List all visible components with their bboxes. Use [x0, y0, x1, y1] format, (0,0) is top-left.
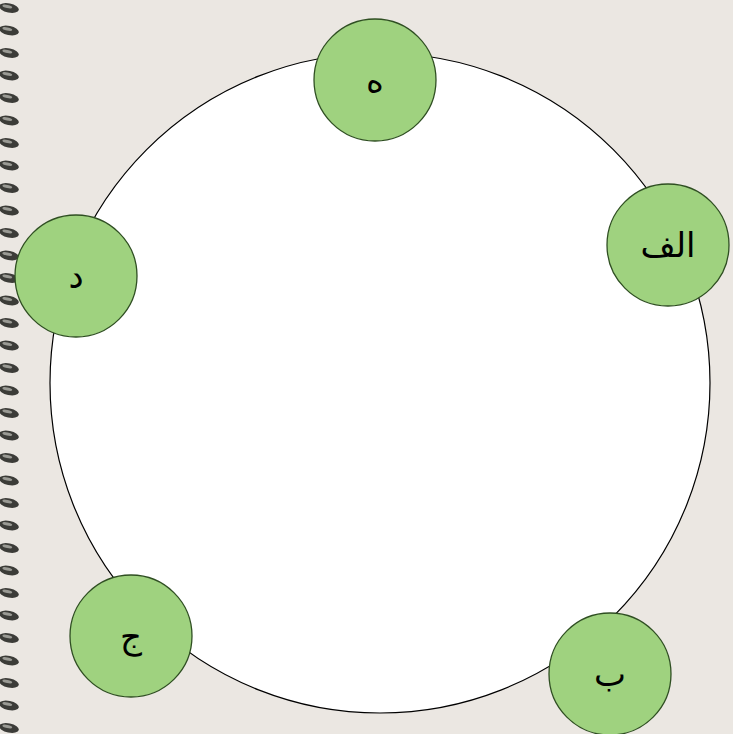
node-label: ب: [594, 654, 626, 695]
binding-ring: [0, 2, 20, 15]
binding-ring: [0, 587, 20, 600]
binding-highlight: [2, 544, 12, 549]
binding-ring: [0, 47, 20, 60]
node-label: د: [68, 256, 83, 297]
binding-highlight: [2, 296, 12, 301]
binding-ring: [0, 137, 20, 150]
binding-ring: [0, 429, 20, 442]
binding-ring: [0, 92, 20, 105]
binding-highlight: [2, 184, 12, 189]
circle-fill: [15, 215, 137, 337]
circle-node: د: [14, 214, 138, 338]
binding-ring: [0, 609, 20, 622]
binding-ring: [0, 114, 20, 127]
circle-node: ب: [548, 612, 672, 734]
binding-highlight: [2, 364, 12, 369]
circle-fill: [607, 184, 729, 306]
binding-highlight: [2, 206, 12, 211]
circle-fill: [314, 19, 436, 141]
binding-highlight: [2, 4, 12, 9]
binding-highlight: [2, 71, 12, 76]
binding-highlight: [2, 724, 12, 729]
binding-highlight: [2, 409, 12, 414]
binding-ring: [0, 339, 20, 352]
binding-ring: [0, 407, 20, 420]
binding-highlight: [2, 454, 12, 459]
binding-ring: [0, 204, 20, 217]
binding-ring: [0, 564, 20, 577]
binding-highlight: [2, 701, 12, 706]
binding-ring: [0, 227, 20, 240]
binding-highlight: [2, 319, 12, 324]
binding-highlight: [2, 161, 12, 166]
binding-ring: [0, 452, 20, 465]
circle-fill: [549, 613, 671, 734]
binding-highlight: [2, 26, 12, 31]
binding-ring: [0, 384, 20, 397]
binding-highlight: [2, 274, 12, 279]
binding-highlight: [2, 566, 12, 571]
binding-ring: [0, 474, 20, 487]
binding-highlight: [2, 634, 12, 639]
circle-node: الف: [606, 183, 730, 307]
binding-highlight: [2, 94, 12, 99]
binding-highlight: [2, 589, 12, 594]
binding-highlight: [2, 139, 12, 144]
binding-highlight: [2, 116, 12, 121]
binding-ring: [0, 519, 20, 532]
binding-ring: [0, 182, 20, 195]
circle-fill: [70, 575, 192, 697]
binding-ring: [0, 317, 20, 330]
circle-node: ه: [313, 18, 437, 142]
binding-ring: [0, 69, 20, 82]
binding-highlight: [2, 341, 12, 346]
spiral-binding: [0, 2, 20, 734]
binding-highlight: [2, 476, 12, 481]
binding-ring: [0, 159, 20, 172]
node-label: ج: [120, 616, 142, 657]
binding-ring: [0, 294, 20, 307]
binding-highlight: [2, 521, 12, 526]
binding-ring: [0, 24, 20, 37]
binding-highlight: [2, 431, 12, 436]
binding-ring: [0, 632, 20, 645]
binding-highlight: [2, 679, 12, 684]
binding-ring: [0, 362, 20, 375]
binding-ring: [0, 677, 20, 690]
binding-highlight: [2, 499, 12, 504]
binding-highlight: [2, 611, 12, 616]
binding-ring: [0, 699, 20, 712]
binding-highlight: [2, 251, 12, 256]
circle-node: ج: [69, 574, 193, 698]
binding-ring: [0, 542, 20, 555]
binding-highlight: [2, 656, 12, 661]
binding-highlight: [2, 229, 12, 234]
node-label: الف: [640, 225, 695, 266]
binding-highlight: [2, 49, 12, 54]
binding-ring: [0, 722, 20, 734]
binding-ring: [0, 654, 20, 667]
node-label: ه: [366, 60, 384, 101]
binding-highlight: [2, 386, 12, 391]
binding-ring: [0, 497, 20, 510]
